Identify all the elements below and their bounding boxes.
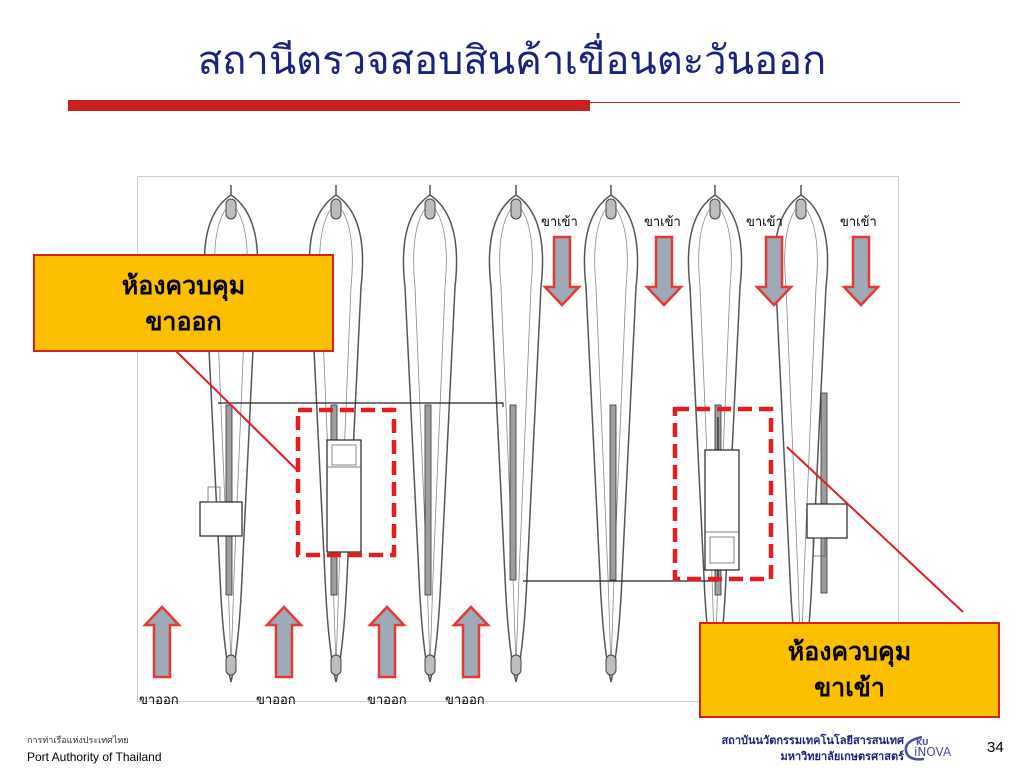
callout-out-line2: ขาออก: [145, 307, 222, 336]
footer-organization: การท่าเรือแห่งประเทศไทย Port Authority o…: [27, 733, 162, 764]
callout-control-room-in: ห้องควบคุม ขาเข้า: [699, 622, 1000, 718]
callout-control-room-out: ห้องควบคุม ขาออก: [33, 254, 334, 352]
callout-in-line1: ห้องควบคุม: [787, 637, 912, 666]
outbound-label: ขาออก: [256, 693, 296, 708]
footer-institute-line2: มหาวิทยาลัยเกษตรศาสตร์: [780, 750, 904, 763]
outbound-arrow: [367, 605, 407, 679]
lane-island: [583, 185, 639, 683]
inbound-arrow: [841, 235, 881, 307]
page-number: 34: [987, 739, 1004, 756]
control-room-in-building: [704, 449, 740, 571]
lane-island: [488, 185, 544, 683]
small-booth-right: [806, 503, 848, 539]
outbound-arrow: [142, 605, 182, 679]
small-booth-left: [199, 501, 243, 537]
title-underline-thick: [68, 100, 590, 111]
control-room-out-building: [326, 439, 362, 553]
footer-org-thai: การท่าเรือแห่งประเทศไทย: [27, 736, 129, 746]
footer-institute: สถาบันนวัตกรรมเทคโนโลยีสารสนเทศ มหาวิทยา…: [721, 733, 904, 765]
svg-text:KU: KU: [916, 738, 929, 747]
lane-island: [308, 185, 364, 683]
outbound-arrow: [451, 605, 491, 679]
lane-island: [402, 185, 458, 683]
title-underline-thin: [590, 102, 960, 103]
footer-org-english: Port Authority of Thailand: [27, 750, 162, 764]
outbound-arrow: [264, 605, 304, 679]
inbound-arrow: [644, 235, 684, 307]
inbound-arrow: [542, 235, 582, 307]
callout-out-line1: ห้องควบคุม: [121, 271, 246, 300]
lane-island: [203, 185, 259, 683]
footer-institute-line1: สถาบันนวัตกรรมเทคโนโลยีสารสนเทศ: [721, 734, 904, 747]
highlight-control-in: [672, 406, 774, 582]
inbound-label: ขาเข้า: [644, 215, 681, 230]
ku-inova-logo: KU iNOVA: [904, 735, 952, 761]
outbound-label: ขาออก: [445, 693, 485, 708]
highlight-control-out: [295, 407, 397, 558]
inbound-label: ขาเข้า: [746, 215, 783, 230]
svg-text:iNOVA: iNOVA: [914, 745, 952, 759]
slide-title: สถานีตรวจสอบสินค้าเขื่อนตะวันออก: [197, 38, 827, 84]
outbound-label: ขาออก: [139, 693, 179, 708]
inbound-label: ขาเข้า: [840, 215, 877, 230]
inbound-label: ขาเข้า: [541, 215, 578, 230]
inbound-arrow: [754, 235, 794, 307]
callout-in-line2: ขาเข้า: [814, 673, 885, 702]
outbound-label: ขาออก: [367, 693, 407, 708]
